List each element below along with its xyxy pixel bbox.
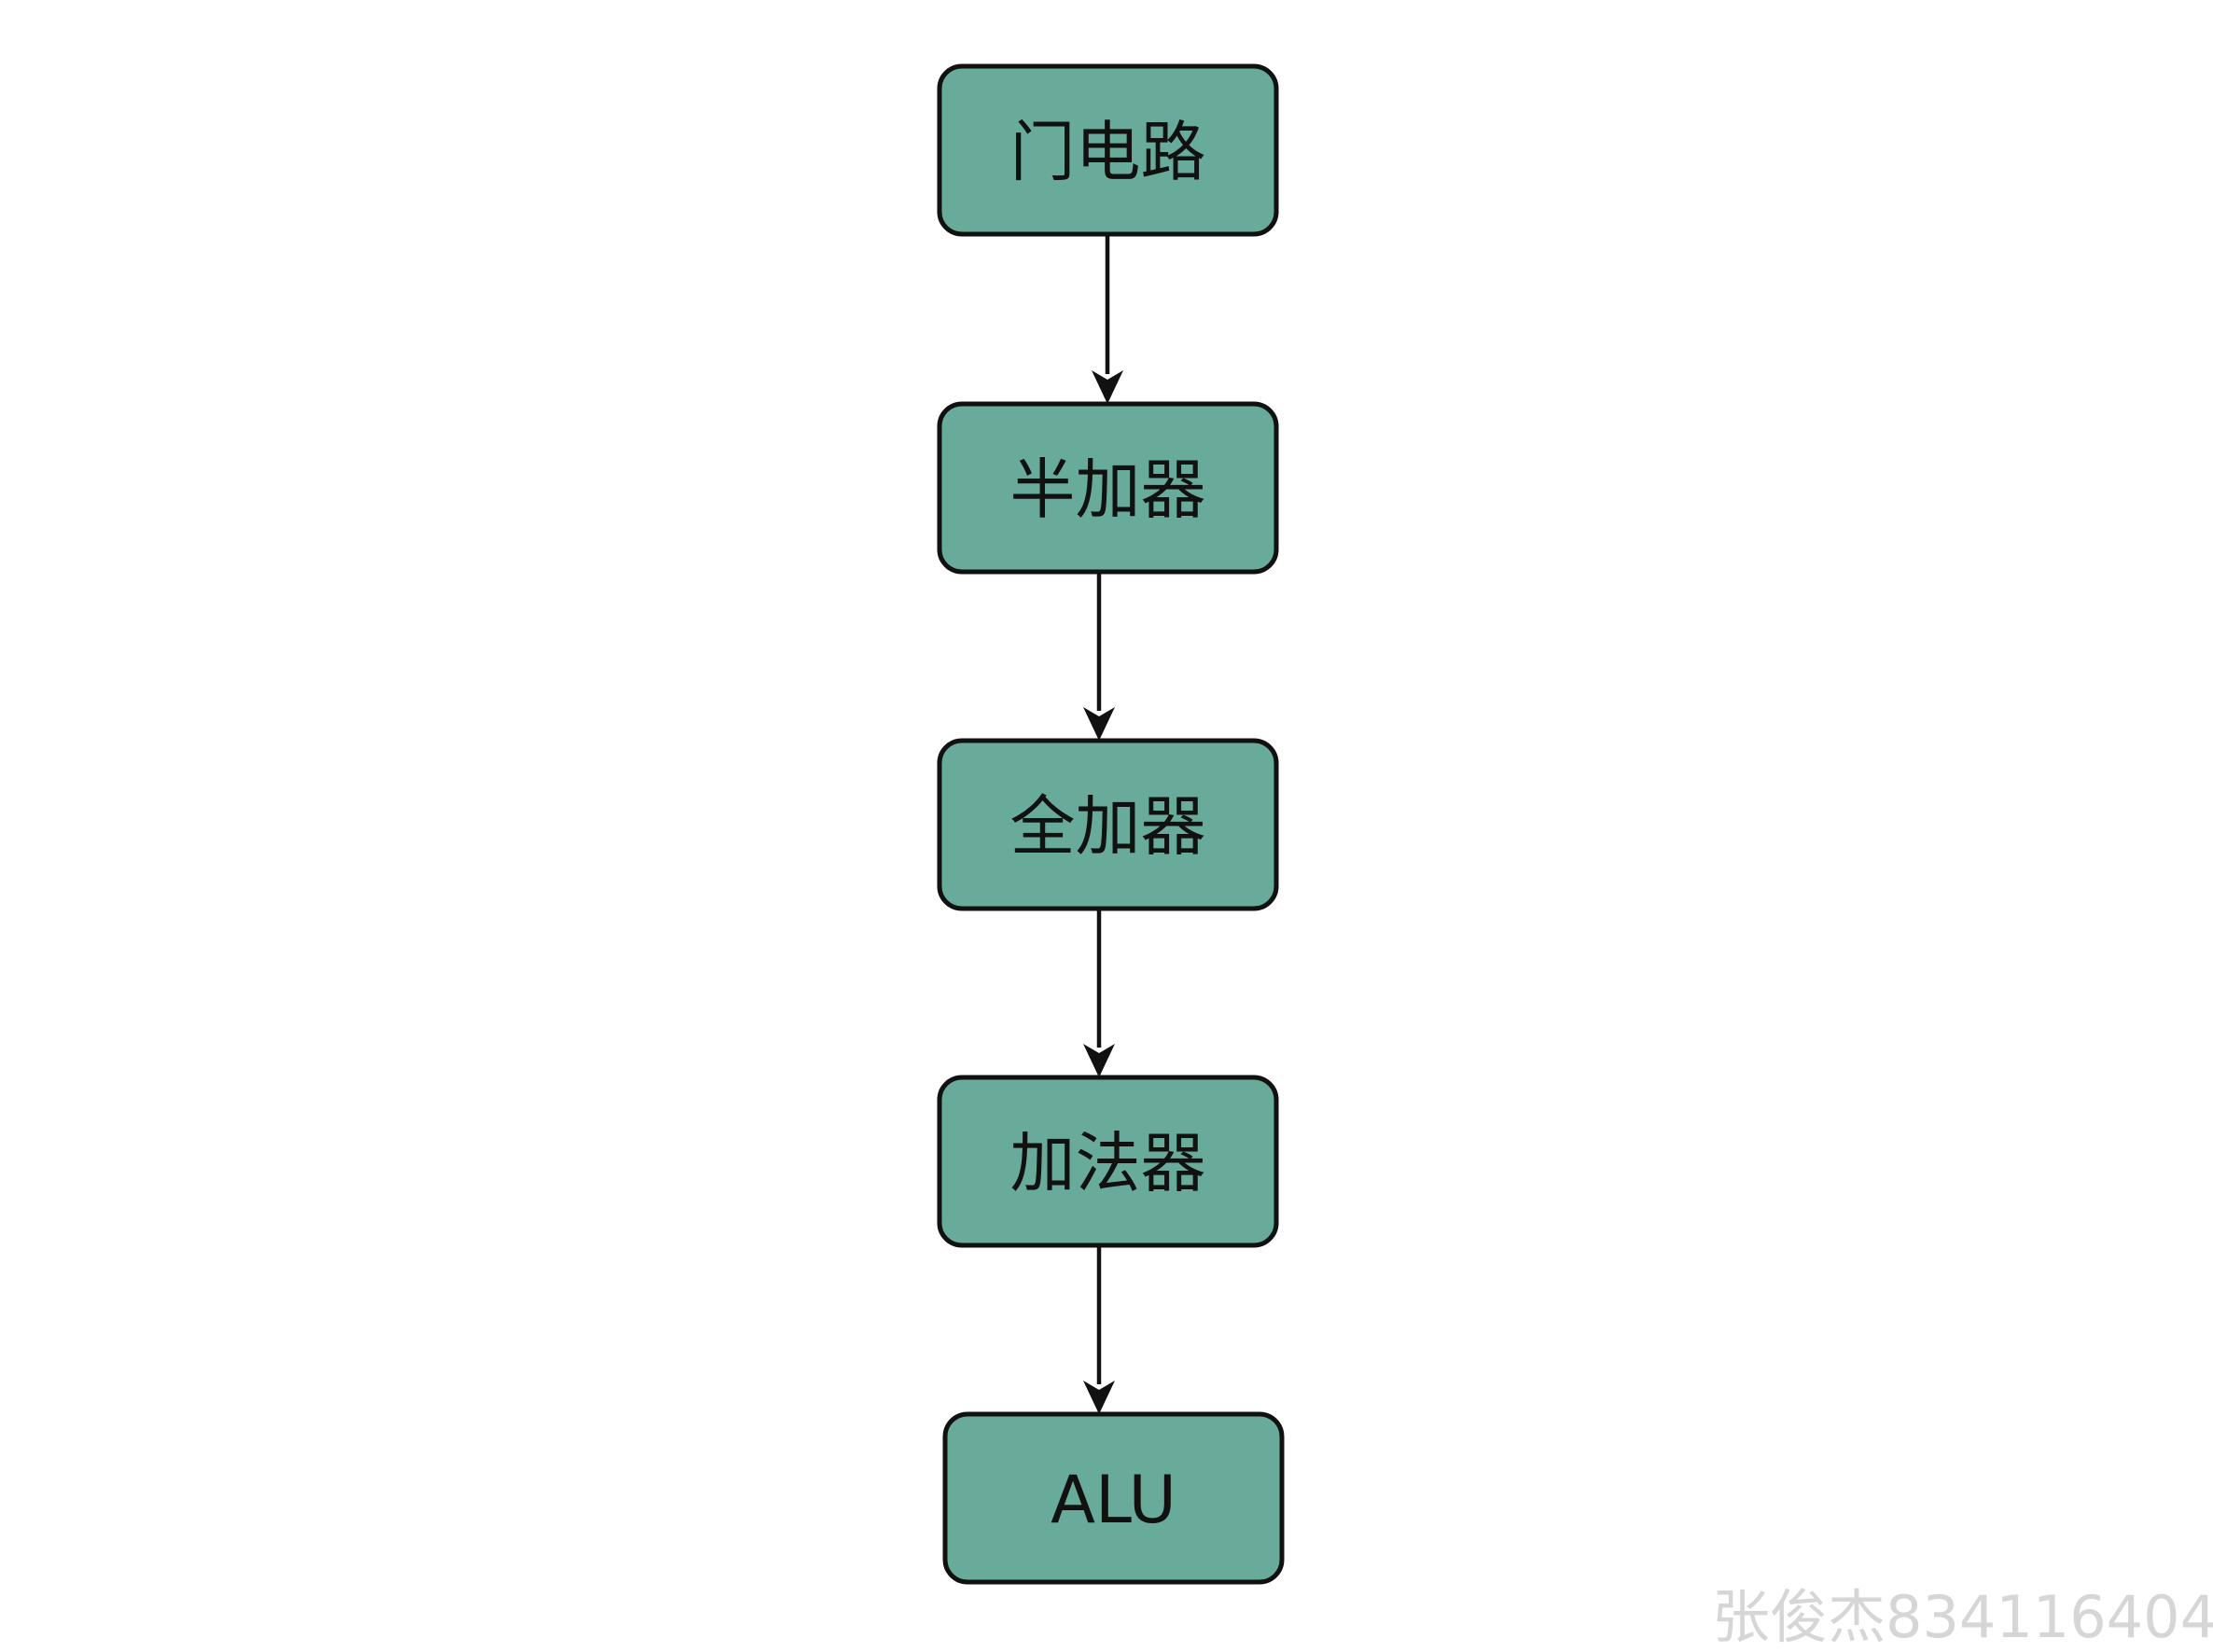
arrowhead-icon (1083, 1381, 1115, 1414)
node-label-half-adder: 半加器 (1010, 451, 1206, 528)
watermark-text: 张俊杰834116404 (1712, 1583, 2213, 1651)
node-box-full-adder (937, 738, 1279, 911)
node-box-gate-circuit (937, 63, 1279, 237)
node-full-adder: 全加器 (937, 738, 1279, 911)
edge-full-adder-to-adder (1083, 909, 1115, 1077)
node-half-adder: 半加器 (937, 401, 1279, 575)
node-box-alu (942, 1411, 1285, 1585)
node-label-full-adder: 全加器 (1010, 788, 1206, 865)
edge-adder-to-alu (1083, 1245, 1115, 1414)
edge-gate-circuit-to-half-adder (1092, 234, 1123, 404)
node-label-alu: ALU (1051, 1462, 1176, 1538)
edge-half-adder-to-full-adder (1083, 572, 1115, 741)
arrowhead-icon (1083, 707, 1115, 741)
node-gate-circuit: 门电路 (937, 63, 1279, 237)
node-adder: 加法器 (937, 1075, 1279, 1248)
arrowhead-icon (1083, 1044, 1115, 1077)
edges-layer (1083, 234, 1123, 1414)
node-box-half-adder (937, 401, 1279, 575)
node-label-adder: 加法器 (1010, 1125, 1206, 1201)
node-alu: ALU (942, 1411, 1285, 1585)
node-box-adder (937, 1075, 1279, 1248)
arrowhead-icon (1092, 370, 1123, 404)
node-label-gate-circuit: 门电路 (1010, 114, 1206, 190)
